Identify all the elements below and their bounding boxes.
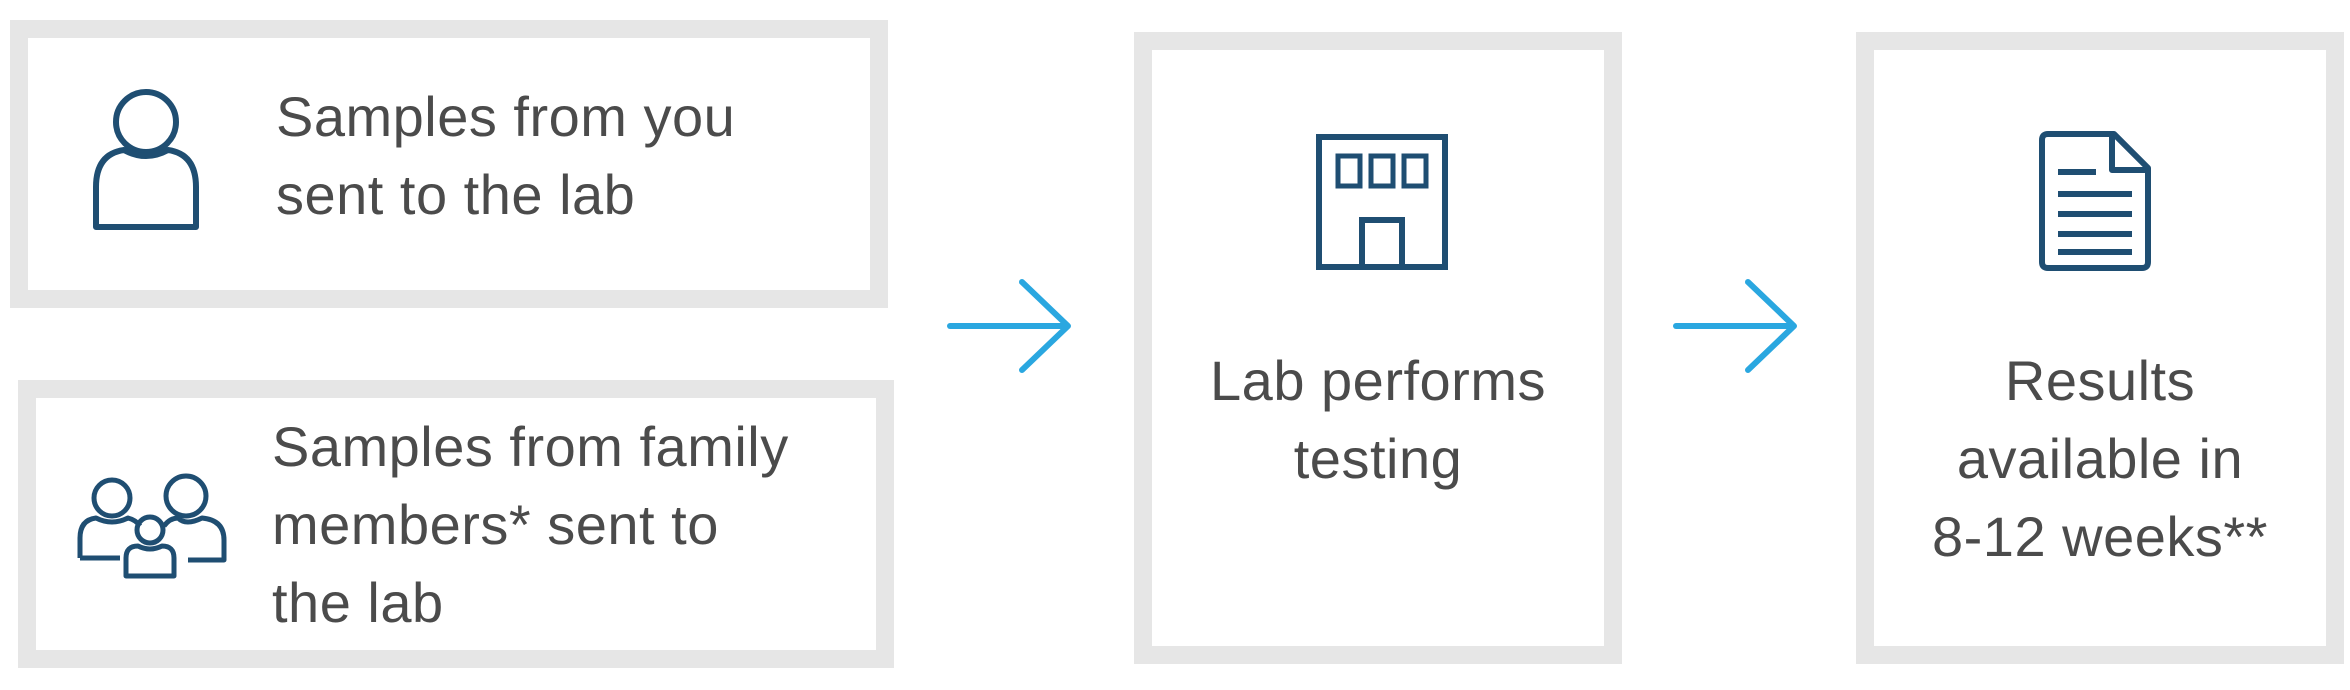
step-lab-testing-line-1: Lab performs xyxy=(1210,349,1546,412)
arrow-icon xyxy=(946,276,1076,376)
step-samples-from-family-line-3: the lab xyxy=(272,571,444,634)
step-samples-from-you-line-2: sent to the lab xyxy=(276,163,636,226)
step-results xyxy=(1856,32,2344,664)
step-lab-testing-line-2: testing xyxy=(1293,427,1463,490)
step-samples-from-family-line-1: Samples from family xyxy=(272,415,789,478)
person-icon xyxy=(86,82,206,232)
step-samples-from-family-line-2: members* sent to xyxy=(272,493,719,556)
building-icon xyxy=(1314,132,1450,272)
step-lab-testing-label: Lab performs testing xyxy=(1152,342,1604,498)
step-samples-from-you-label: Samples from you sent to the lab xyxy=(276,78,735,234)
step-results-line-1: Results xyxy=(2004,349,2196,412)
step-samples-from-family-label: Samples from family members* sent to the… xyxy=(272,408,789,642)
step-results-label: Results available in 8-12 weeks** xyxy=(1874,342,2326,576)
step-samples-from-you xyxy=(10,20,888,308)
step-results-line-2: available in xyxy=(1956,427,2244,490)
document-icon xyxy=(2034,126,2158,276)
family-icon xyxy=(74,470,234,580)
arrow-icon xyxy=(1672,276,1802,376)
step-samples-from-you-line-1: Samples from you xyxy=(276,85,736,148)
step-results-line-3: 8-12 weeks** xyxy=(1932,505,2268,568)
